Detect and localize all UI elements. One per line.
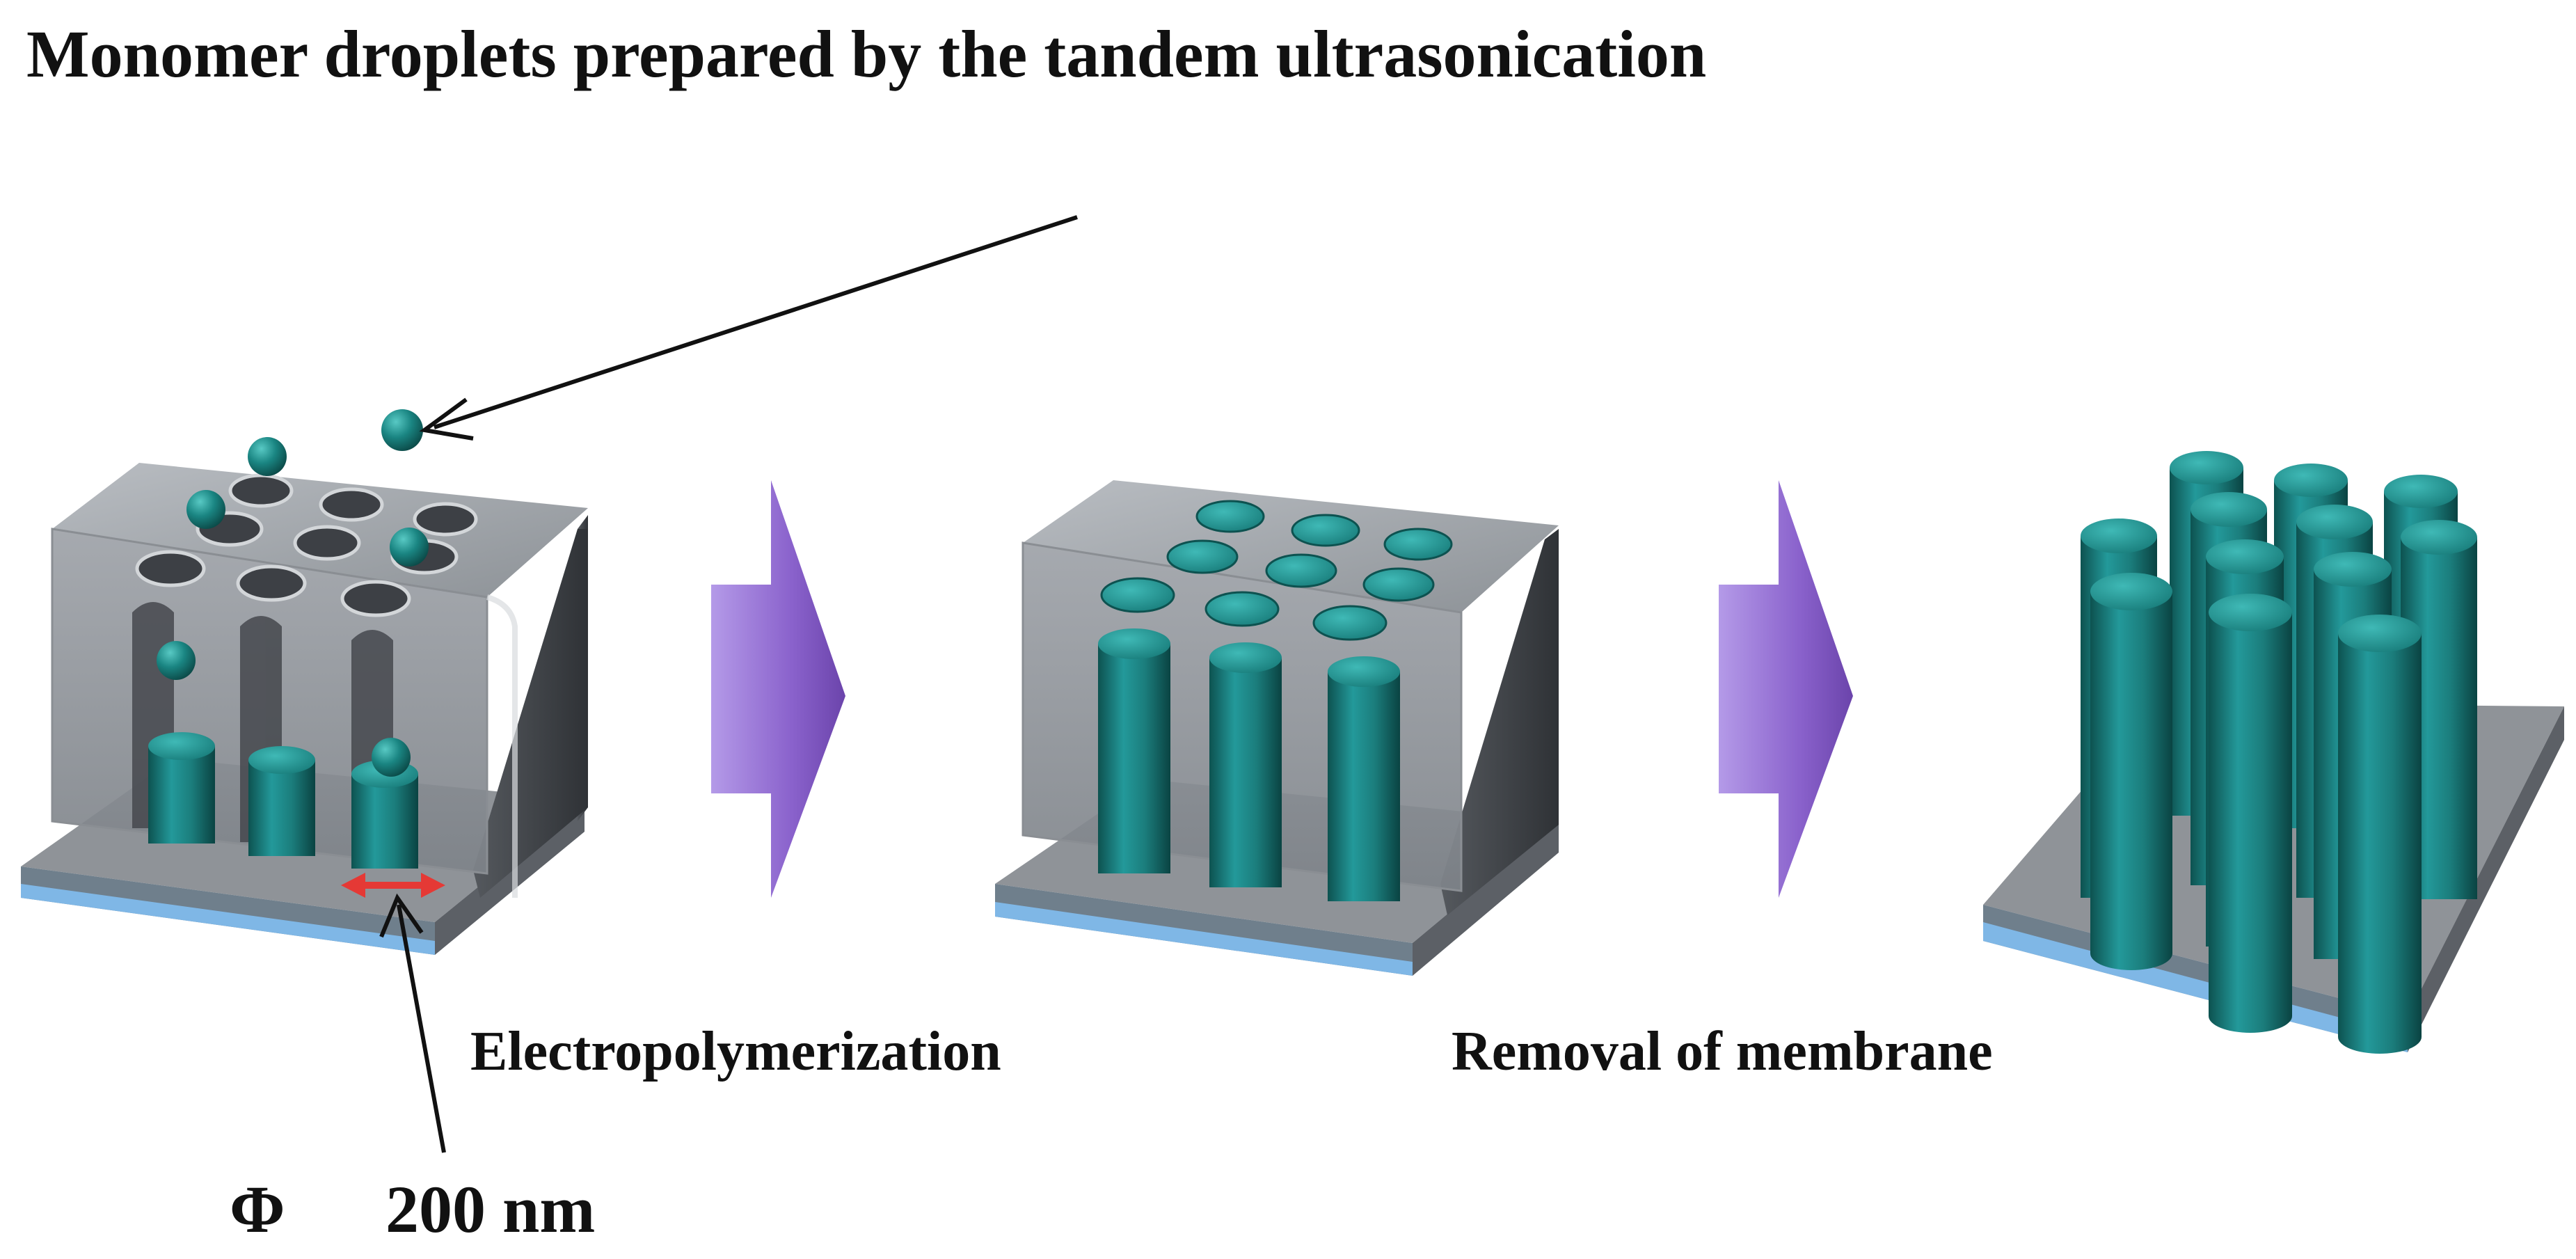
droplet-callout-arrow bbox=[419, 215, 1078, 441]
diagram-title: Monomer droplets prepared by the tandem … bbox=[26, 17, 1707, 91]
panel-filled-membrane bbox=[995, 480, 1559, 976]
panel-membrane-with-droplets bbox=[21, 409, 588, 955]
pore-diameter-arrow bbox=[341, 873, 445, 898]
free-standing-rods bbox=[2081, 451, 2477, 1054]
step-label-membrane-removal: Removal of membrane bbox=[1452, 1021, 1993, 1082]
rod-tops-in-membrane bbox=[1100, 500, 1453, 641]
process-arrow-2 bbox=[1719, 480, 1853, 898]
pore-diameter-value: 200 nm bbox=[385, 1172, 596, 1246]
pore-size-callout-arrow bbox=[379, 893, 446, 1153]
monomer-droplets bbox=[157, 409, 429, 777]
short-polymer-rods bbox=[148, 732, 418, 869]
step-label-electropolymerization: Electropolymerization bbox=[470, 1021, 1001, 1082]
panel-standing-rods bbox=[1983, 451, 2564, 1054]
polymer-rods bbox=[1098, 628, 1400, 901]
process-arrow-1 bbox=[711, 480, 845, 898]
diameter-symbol: Φ bbox=[230, 1172, 285, 1246]
